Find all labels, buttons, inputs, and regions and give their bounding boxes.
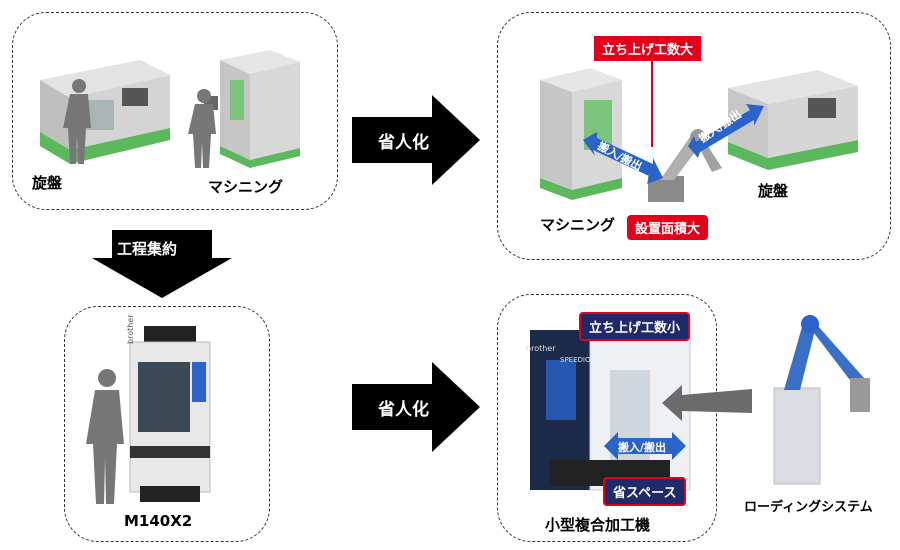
transfer-text-bottom: 搬入/搬出 [618, 441, 667, 454]
brand-text-m140: brother [126, 314, 135, 344]
machining-illustration-right [540, 68, 622, 200]
machining-illustration [204, 50, 300, 168]
worker-silhouette-3 [86, 369, 124, 504]
save-labor-arrow-bottom [352, 362, 480, 452]
lathe-label: 旋盤 [32, 174, 63, 192]
transfer-arrow-right [688, 104, 764, 158]
setup-effort-small-tag: 立ち上げ工数小 [579, 312, 691, 341]
space-saving-tag: 省スペース [603, 477, 687, 506]
loading-robot-illustration [773, 315, 870, 485]
transfer-arrow-left [583, 132, 663, 184]
lathe-label-right: 旋盤 [758, 182, 789, 200]
process-integration-text: 工程集約 [117, 240, 178, 258]
setup-pointer-line [651, 55, 653, 147]
transfer-arrow-bottom [604, 432, 686, 460]
save-labor-arrow-top [352, 95, 480, 185]
machining-label-right: マシニング [540, 216, 616, 234]
automated-split-box [497, 12, 891, 260]
compact-machine-label: 小型複合加工機 [545, 516, 651, 534]
machining-label: マシニング [208, 178, 284, 196]
gray-pointer-arrow [662, 385, 752, 421]
loading-system-label: ローディングシステム [744, 500, 873, 515]
compact-multitask-box [497, 294, 717, 542]
save-labor-text-top: 省人化 [378, 133, 429, 153]
process-integration-arrow [92, 230, 232, 298]
integrated-machine-box [64, 306, 270, 542]
install-area-large-tag: 設置面積大 [627, 215, 709, 240]
m140x2-machine-illustration [129, 326, 211, 502]
worker-silhouette-1 [63, 79, 91, 164]
model-label: M140X2 [124, 512, 193, 530]
setup-effort-large-tag: 立ち上げ工数大 [594, 36, 702, 61]
series-text-speedio: SPEEDIO [560, 356, 591, 364]
lathe-illustration [40, 60, 170, 164]
brand-text-speedio: brother [526, 344, 556, 353]
current-setup-box [12, 12, 338, 210]
save-labor-text-bottom: 省人化 [378, 400, 429, 420]
worker-silhouette-2 [188, 89, 216, 168]
